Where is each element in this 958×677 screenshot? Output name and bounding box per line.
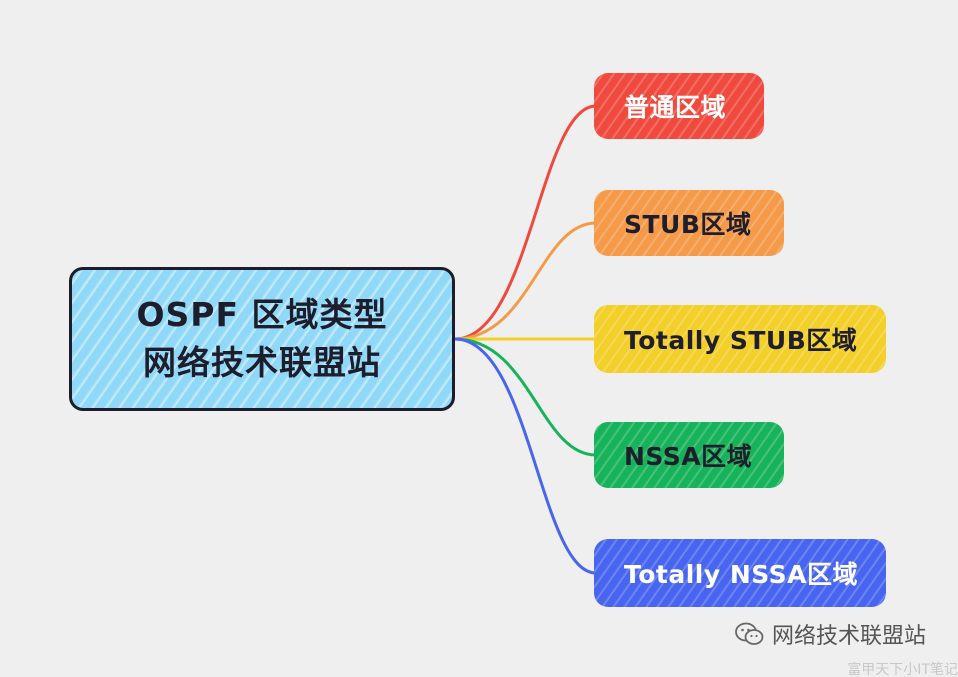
child-node-totally-nssa-area[interactable]: Totally NSSA区域	[594, 539, 886, 607]
child-node-label: STUB区域	[624, 210, 752, 239]
root-node[interactable]: OSPF 区域类型 网络技术联盟站	[69, 267, 455, 411]
connector-green	[454, 337, 597, 457]
child-node-normal-area[interactable]: 普通区域	[594, 73, 764, 139]
wechat-icon	[735, 622, 764, 645]
connector-orange	[454, 221, 597, 341]
watermark-text: 网络技术联盟站	[771, 624, 926, 649]
child-node-totally-stub-area[interactable]: Totally STUB区域	[594, 305, 886, 373]
child-node-label: Totally NSSA区域	[624, 560, 859, 589]
watermark: 网络技术联盟站	[734, 618, 926, 650]
child-node-nssa-area[interactable]: NSSA区域	[594, 422, 784, 488]
root-title-line2: 网络技术联盟站	[143, 343, 381, 382]
connector-blue	[454, 337, 597, 575]
watermark-faint-text: 富甲天下小IT笔记	[847, 662, 958, 677]
connector-red	[454, 104, 597, 341]
child-node-stub-area[interactable]: STUB区域	[594, 190, 784, 256]
child-node-label: NSSA区域	[624, 442, 753, 471]
root-title-line1: OSPF 区域类型	[136, 295, 388, 334]
child-node-label: Totally STUB区域	[624, 326, 858, 355]
child-node-label: 普通区域	[624, 93, 727, 122]
